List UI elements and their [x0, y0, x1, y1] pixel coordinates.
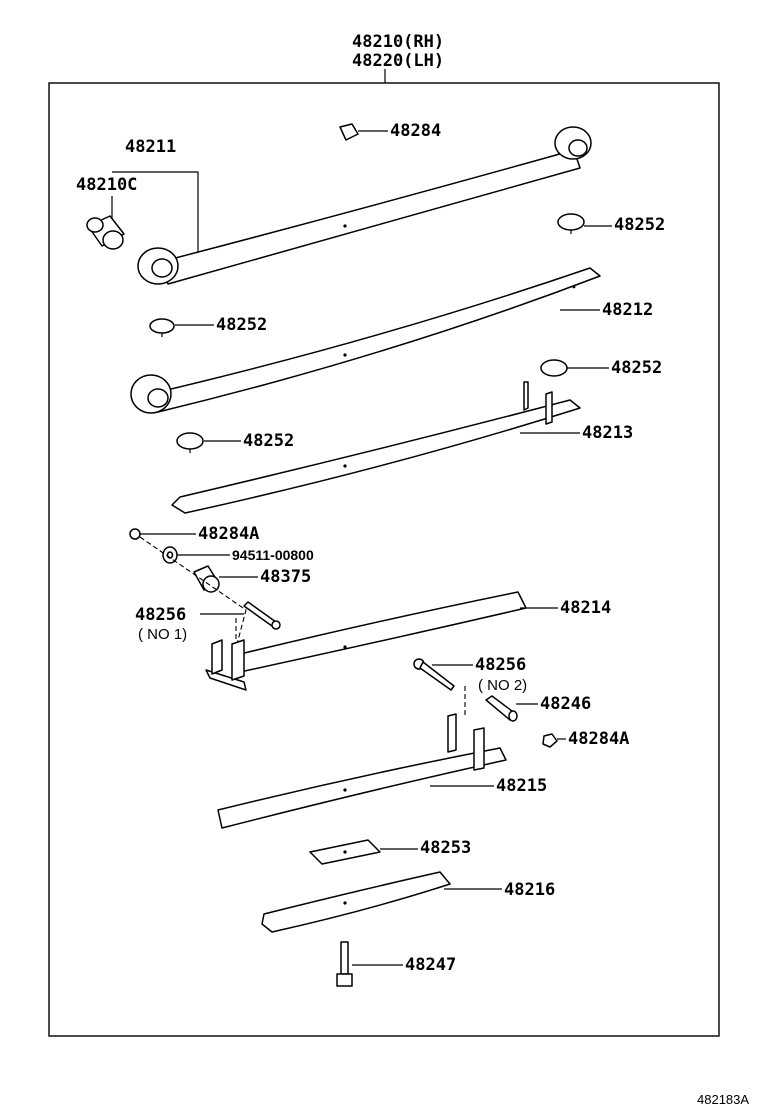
label-48215[interactable]: 48215: [496, 776, 547, 796]
label-48256-1-note[interactable]: ( NO 1): [138, 626, 187, 643]
pad-48252-b[interactable]: [149, 318, 175, 337]
leader-48211: [112, 171, 199, 252]
label-48247[interactable]: 48247: [405, 955, 456, 975]
label-48284a-2[interactable]: 48284A: [568, 729, 629, 749]
bolt-48256-no2[interactable]: [413, 658, 455, 691]
bolt-48256-no1[interactable]: [243, 601, 281, 630]
label-48284[interactable]: 48284: [390, 121, 441, 141]
main-leaf-48211[interactable]: [137, 126, 592, 285]
assembly-part-lh-label[interactable]: 48220(LH): [352, 51, 444, 71]
label-48375[interactable]: 48375: [260, 567, 311, 587]
label-48213[interactable]: 48213: [582, 423, 633, 443]
label-48256-2-note[interactable]: ( NO 2): [478, 677, 527, 694]
fifth-leaf-48215[interactable]: [217, 713, 507, 829]
label-48252-a[interactable]: 48252: [614, 215, 665, 235]
nut-48284a-2[interactable]: [542, 733, 558, 748]
label-48211[interactable]: 48211: [125, 137, 176, 157]
centerline-group-1: [139, 536, 247, 649]
label-48214[interactable]: 48214: [560, 598, 611, 618]
label-48284a-1[interactable]: 48284A: [198, 524, 259, 544]
pad-48252-d[interactable]: [176, 432, 204, 453]
assembly-part-rh-label[interactable]: 48210(RH): [352, 32, 444, 52]
pad-48252-a[interactable]: [557, 213, 585, 234]
bushing-48210c[interactable]: [86, 215, 125, 250]
second-leaf-48212[interactable]: [130, 267, 601, 414]
label-48252-c[interactable]: 48252: [611, 358, 662, 378]
label-48256-2[interactable]: 48256: [475, 655, 526, 675]
label-48253[interactable]: 48253: [420, 838, 471, 858]
bushing-48375[interactable]: [193, 565, 220, 593]
assembly-frame: [48, 82, 720, 1037]
label-48212[interactable]: 48212: [602, 300, 653, 320]
label-48246[interactable]: 48246: [540, 694, 591, 714]
label-48210c[interactable]: 48210C: [76, 175, 137, 195]
label-48252-b[interactable]: 48252: [216, 315, 267, 335]
pin-48246[interactable]: [485, 695, 518, 722]
spacer-plate-48253[interactable]: [309, 839, 381, 865]
label-94511-00800[interactable]: 94511-00800: [232, 547, 314, 563]
clip-48284[interactable]: [339, 123, 359, 141]
label-48252-d[interactable]: 48252: [243, 431, 294, 451]
sixth-leaf-48216[interactable]: [261, 871, 451, 933]
third-leaf-48213[interactable]: [171, 381, 581, 514]
label-48216[interactable]: 48216: [504, 880, 555, 900]
figure-code: 482183A: [697, 1092, 749, 1107]
nut-48284a-1[interactable]: [129, 528, 141, 540]
pad-48252-c[interactable]: [540, 359, 568, 377]
label-48256-1[interactable]: 48256: [135, 605, 186, 625]
center-bolt-48247[interactable]: [336, 941, 353, 987]
